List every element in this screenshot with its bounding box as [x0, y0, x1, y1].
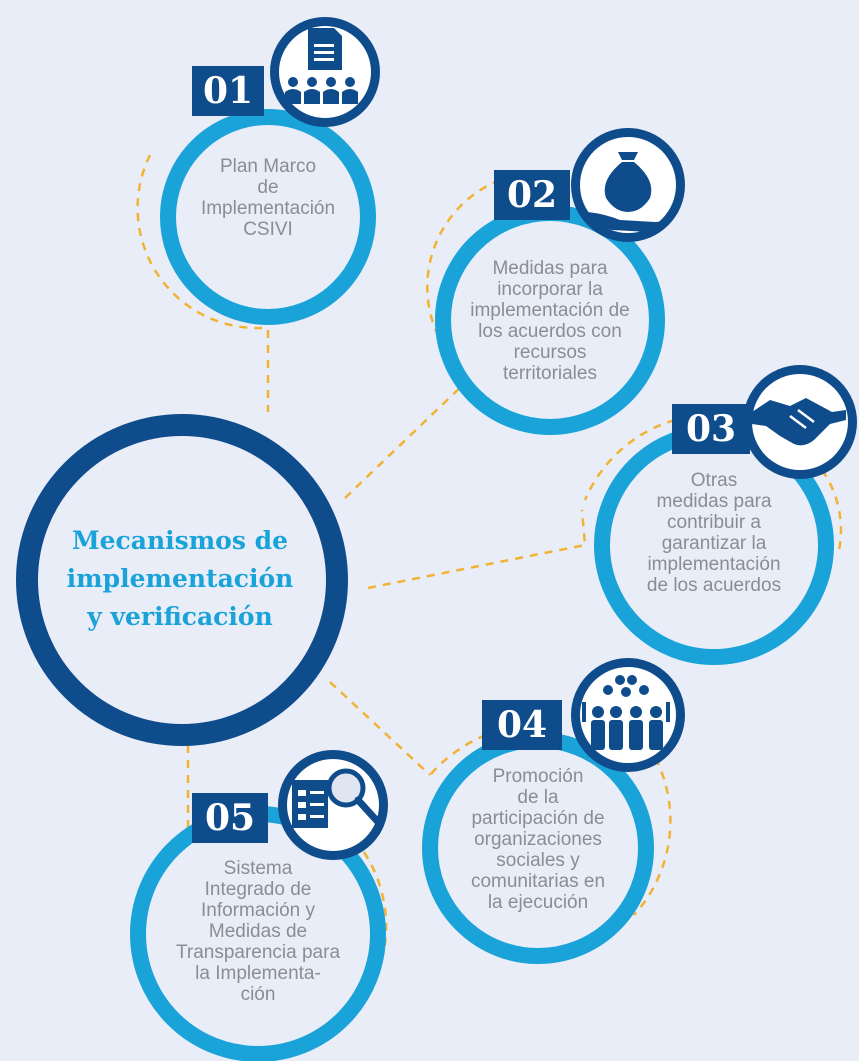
- center-title-line-3: y verificación: [87, 602, 273, 631]
- connector-03: [367, 509, 587, 590]
- item-02-text: Medidas para incorporar la implementació…: [470, 258, 630, 384]
- item-01-text: Plan Marco de Implementación CSIVI: [200, 156, 336, 240]
- badge-03: 03: [672, 404, 750, 454]
- badge-04: 04: [482, 700, 562, 750]
- money-bag-hand-icon: [588, 152, 670, 232]
- arc-03: [820, 469, 843, 556]
- document-presentation-icon: [285, 28, 358, 104]
- center-title-line-2: implementación: [66, 564, 294, 593]
- arc-03b: [583, 418, 676, 501]
- arc-02: [426, 178, 501, 346]
- center-title-line-1: Mecanismos de: [71, 526, 289, 555]
- arc-04b: [633, 744, 672, 916]
- connector-04: [329, 681, 431, 776]
- arc-01: [136, 154, 263, 330]
- handshake-icon: [752, 398, 846, 446]
- item-04-text: Promoción de la participación de organiz…: [470, 766, 606, 913]
- community-group-icon: [582, 675, 670, 750]
- document-search-icon: [292, 768, 382, 828]
- connector-02: [344, 379, 469, 499]
- center-title: Mecanismos de implementación y verificac…: [20, 522, 340, 636]
- item-03-text: Otras medidas para contribuir a garantiz…: [646, 470, 782, 596]
- center-ring: [16, 414, 348, 746]
- badge-01: 01: [192, 66, 264, 116]
- badge-05: 05: [192, 793, 268, 843]
- ring-01: [160, 109, 376, 325]
- badge-02: 02: [494, 170, 570, 220]
- item-05-text: Sistema Integrado de Información y Medid…: [175, 858, 341, 1005]
